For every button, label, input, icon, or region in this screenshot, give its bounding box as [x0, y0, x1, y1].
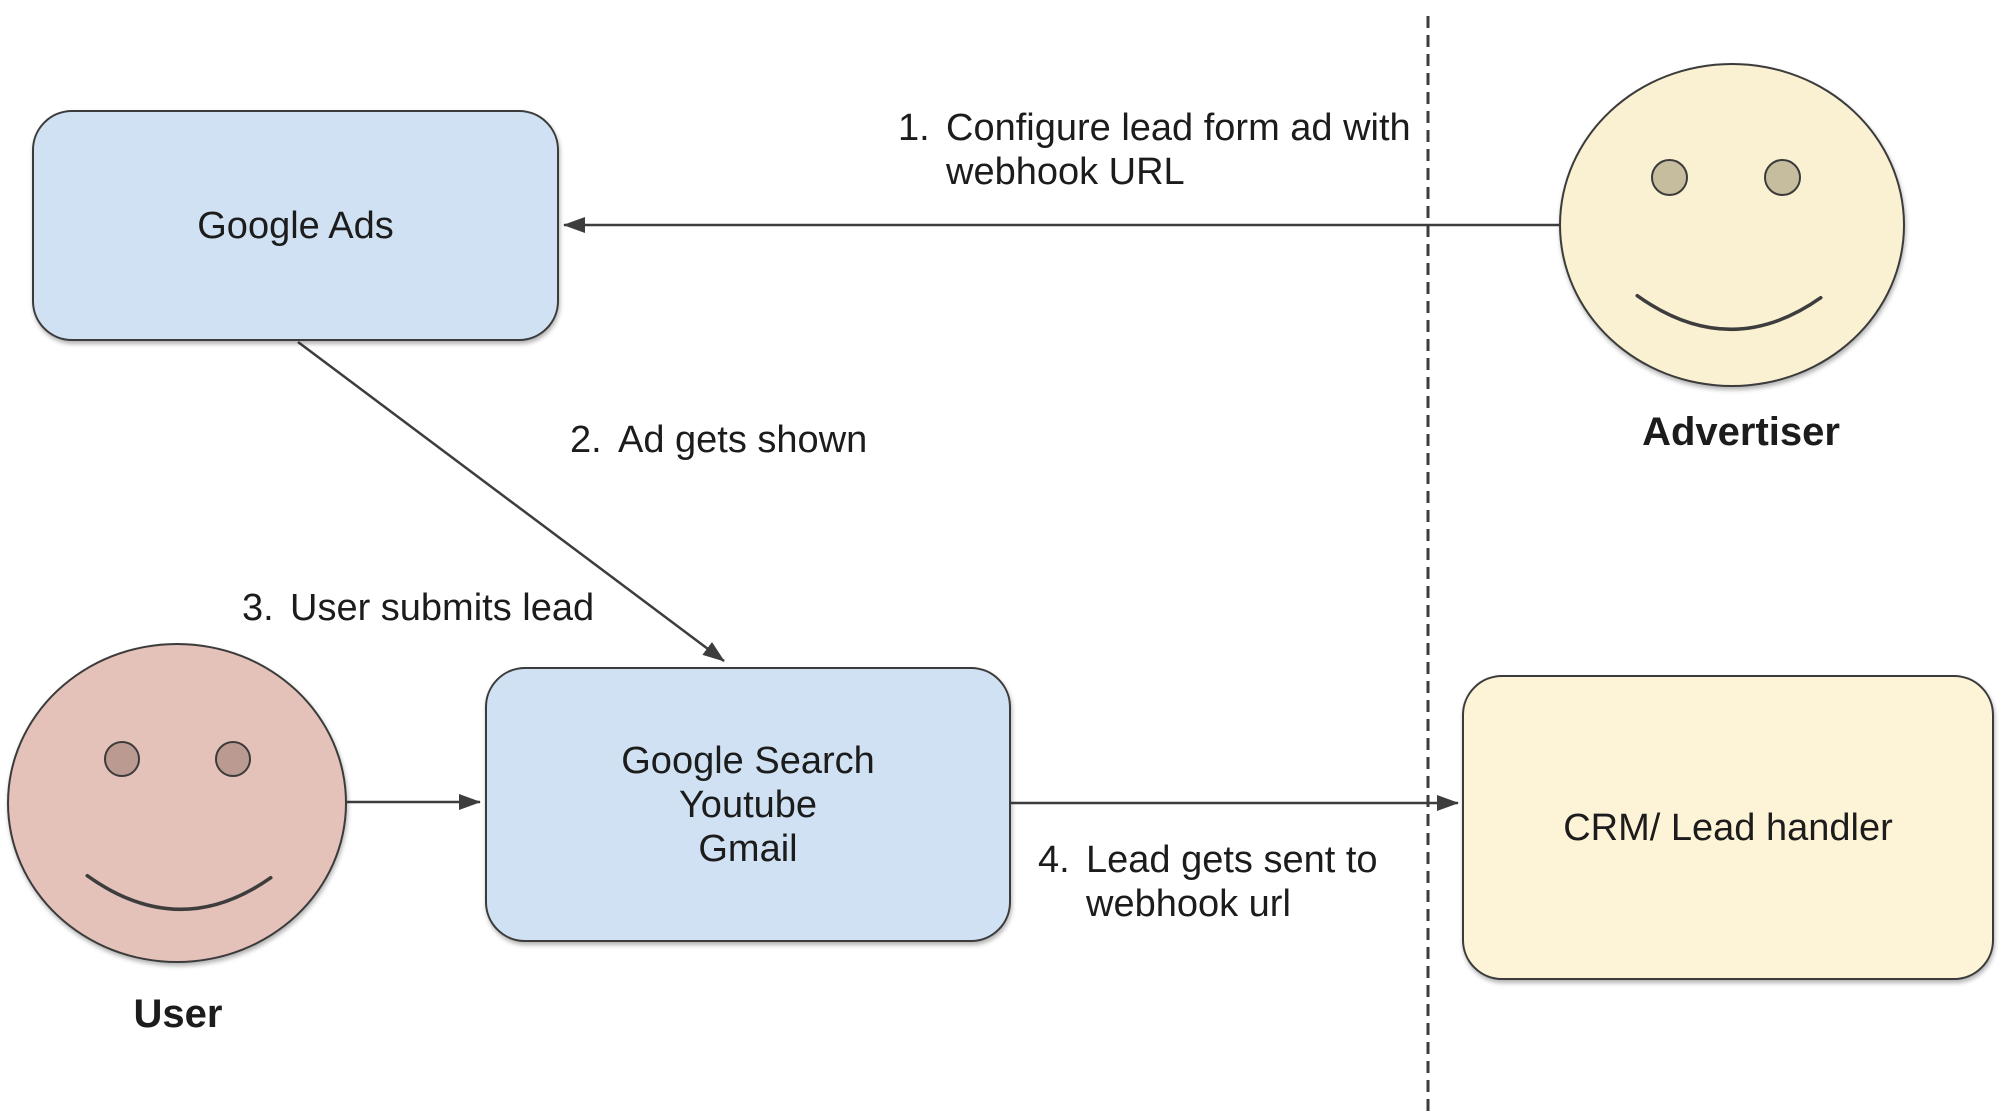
- step-1-line-2: webhook URL: [946, 151, 1185, 193]
- user-right-eye-icon: [215, 741, 251, 777]
- advertiser-smiley-face-icon: [1559, 63, 1905, 387]
- user-label: User: [133, 992, 223, 1036]
- step-1-number: 1.: [898, 107, 930, 149]
- step-1-text: Configure lead form ad with webhook URL: [946, 106, 1411, 194]
- step-4-text: Lead gets sent to webhook url: [1086, 838, 1378, 926]
- arrow-ad-gets-shown: [297, 340, 725, 663]
- step-2-label: 2. Ad gets shown: [570, 418, 867, 462]
- step-4-line-2: webhook url: [1086, 883, 1291, 925]
- google-surfaces-label-line1: Google Search: [621, 739, 875, 782]
- google-surfaces-label-line3: Gmail: [698, 827, 798, 870]
- step-1-line-1: Configure lead form ad with: [946, 107, 1411, 149]
- step-1-label: 1. Configure lead form ad with webhook U…: [898, 106, 1411, 194]
- google-surfaces-label-line2: Youtube: [678, 783, 818, 826]
- user-left-eye-icon: [104, 741, 140, 777]
- google-ads-label: Google Ads: [197, 204, 394, 247]
- step-4-number: 4.: [1038, 839, 1070, 881]
- step-2-number: 2.: [570, 419, 602, 461]
- crm-label: CRM/ Lead handler: [1563, 806, 1893, 849]
- step-3-number: 3.: [242, 587, 274, 629]
- step-3-label: 3. User submits lead: [242, 586, 594, 630]
- step-2-line-1: Ad gets shown: [618, 419, 868, 461]
- google-surfaces-node: Google Search Youtube Gmail: [485, 667, 1011, 942]
- step-3-line-1: User submits lead: [290, 587, 595, 629]
- step-4-line-1: Lead gets sent to: [1086, 839, 1378, 881]
- user-smile-icon: [85, 873, 273, 911]
- advertiser-smile-icon: [1635, 293, 1823, 331]
- google-ads-node: Google Ads: [32, 110, 559, 341]
- crm-node: CRM/ Lead handler: [1462, 675, 1994, 980]
- step-4-label: 4. Lead gets sent to webhook url: [1038, 838, 1378, 926]
- advertiser-left-eye-icon: [1651, 159, 1688, 196]
- advertiser-right-eye-icon: [1764, 159, 1801, 196]
- user-smiley-face-icon: [7, 643, 347, 963]
- advertiser-label: Advertiser: [1642, 410, 1840, 454]
